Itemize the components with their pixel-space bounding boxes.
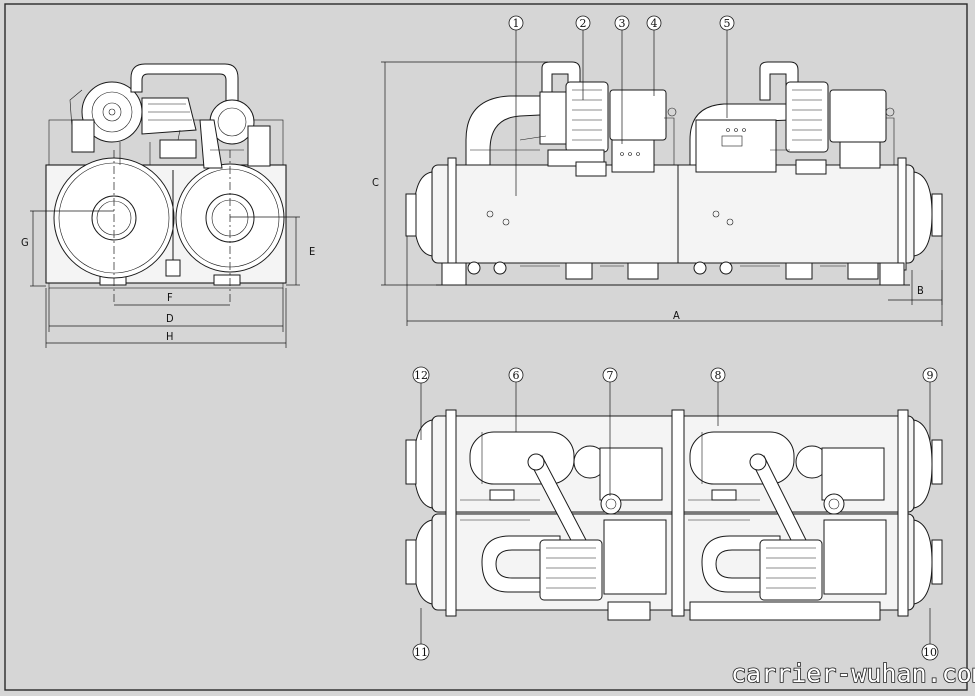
front-view (405, 61, 943, 286)
dim-label-c: C (372, 176, 379, 189)
svg-text:6: 6 (513, 369, 520, 382)
callout-6: 6 (508, 367, 524, 383)
dim-label-e: E (309, 245, 315, 258)
svg-text:3: 3 (619, 17, 626, 30)
callout-10: 10 (921, 643, 939, 661)
callout-2: 2 (575, 15, 591, 31)
dim-label-b: B (917, 284, 924, 297)
callout-4: 4 (646, 15, 662, 31)
svg-text:8: 8 (715, 369, 722, 382)
callout-3: 3 (614, 15, 630, 31)
svg-text:4: 4 (651, 17, 658, 30)
svg-text:10: 10 (923, 646, 937, 659)
callouts: 1 2 3 4 5 12 6 7 (412, 15, 939, 661)
svg-text:7: 7 (607, 369, 614, 382)
dim-label-h: H (166, 330, 173, 343)
callout-8: 8 (710, 367, 726, 383)
watermark-text: carrier-wuhan.com (731, 659, 975, 688)
svg-text:1: 1 (513, 17, 520, 30)
dim-label-a: A (673, 309, 680, 322)
end-view (45, 63, 287, 305)
svg-text:12: 12 (414, 369, 428, 382)
callout-1: 1 (508, 15, 524, 31)
dim-label-d: D (166, 312, 174, 325)
svg-text:9: 9 (927, 369, 934, 382)
svg-text:11: 11 (414, 646, 428, 659)
callout-11: 11 (412, 643, 430, 661)
callout-12: 12 (412, 366, 430, 384)
svg-text:2: 2 (580, 17, 587, 30)
callout-7: 7 (602, 367, 618, 383)
end-view-dimensions: G E F D H (21, 210, 315, 348)
top-view (405, 409, 943, 621)
svg-text:5: 5 (724, 17, 731, 30)
front-view-dimensions: C A B (372, 61, 943, 326)
dim-label-f: F (167, 291, 173, 304)
callout-5: 5 (719, 15, 735, 31)
callout-9: 9 (922, 367, 938, 383)
dim-label-g: G (21, 236, 29, 249)
